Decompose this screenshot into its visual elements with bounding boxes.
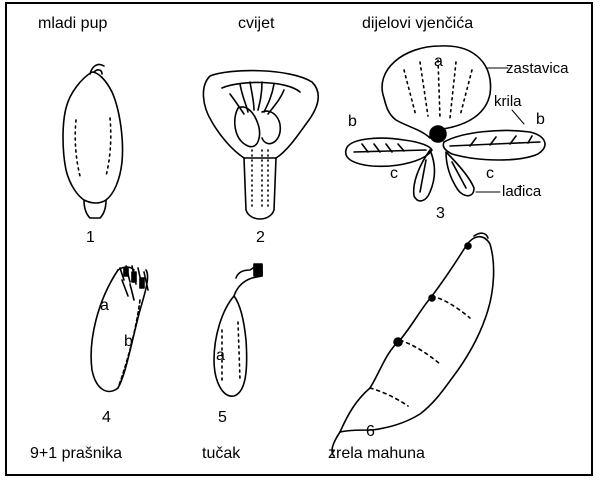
label-wings: krila [494,94,522,109]
figure-number-5: 5 [218,410,227,426]
heading-flower: cvijet [238,16,274,32]
stamen-label-b: b [124,334,133,350]
flower-drawing [203,71,318,219]
figure-number-2: 2 [256,230,265,246]
corolla-label-a: a [434,54,443,70]
corolla-label-b-right: b [536,112,545,128]
corolla-label-c-right: c [486,166,494,182]
label-keel: lađica [502,184,541,199]
figure-number-1: 1 [86,230,95,246]
heading-corolla-parts: dijelovi vjenčića [362,16,473,32]
caption-stamens: 9+1 prašnika [30,446,122,462]
corolla-label-c-left: c [390,166,398,182]
caption-pod: zrela mahuna [328,446,425,462]
heading-young-bud: mladi pup [38,16,107,32]
pistil-drawing [214,264,262,396]
stamens-drawing [91,266,148,391]
figure-number-6: 6 [366,424,375,440]
caption-pistil: tučak [202,446,240,462]
pod-drawing [332,233,494,456]
figure-number-4: 4 [102,410,111,426]
stamen-label-a: a [100,298,109,314]
label-standard: zastavica [506,61,569,76]
figure-number-3: 3 [436,206,445,222]
corolla-label-b-left: b [348,114,357,130]
young-bud-drawing [63,64,123,218]
pistil-label-a: a [216,348,225,364]
